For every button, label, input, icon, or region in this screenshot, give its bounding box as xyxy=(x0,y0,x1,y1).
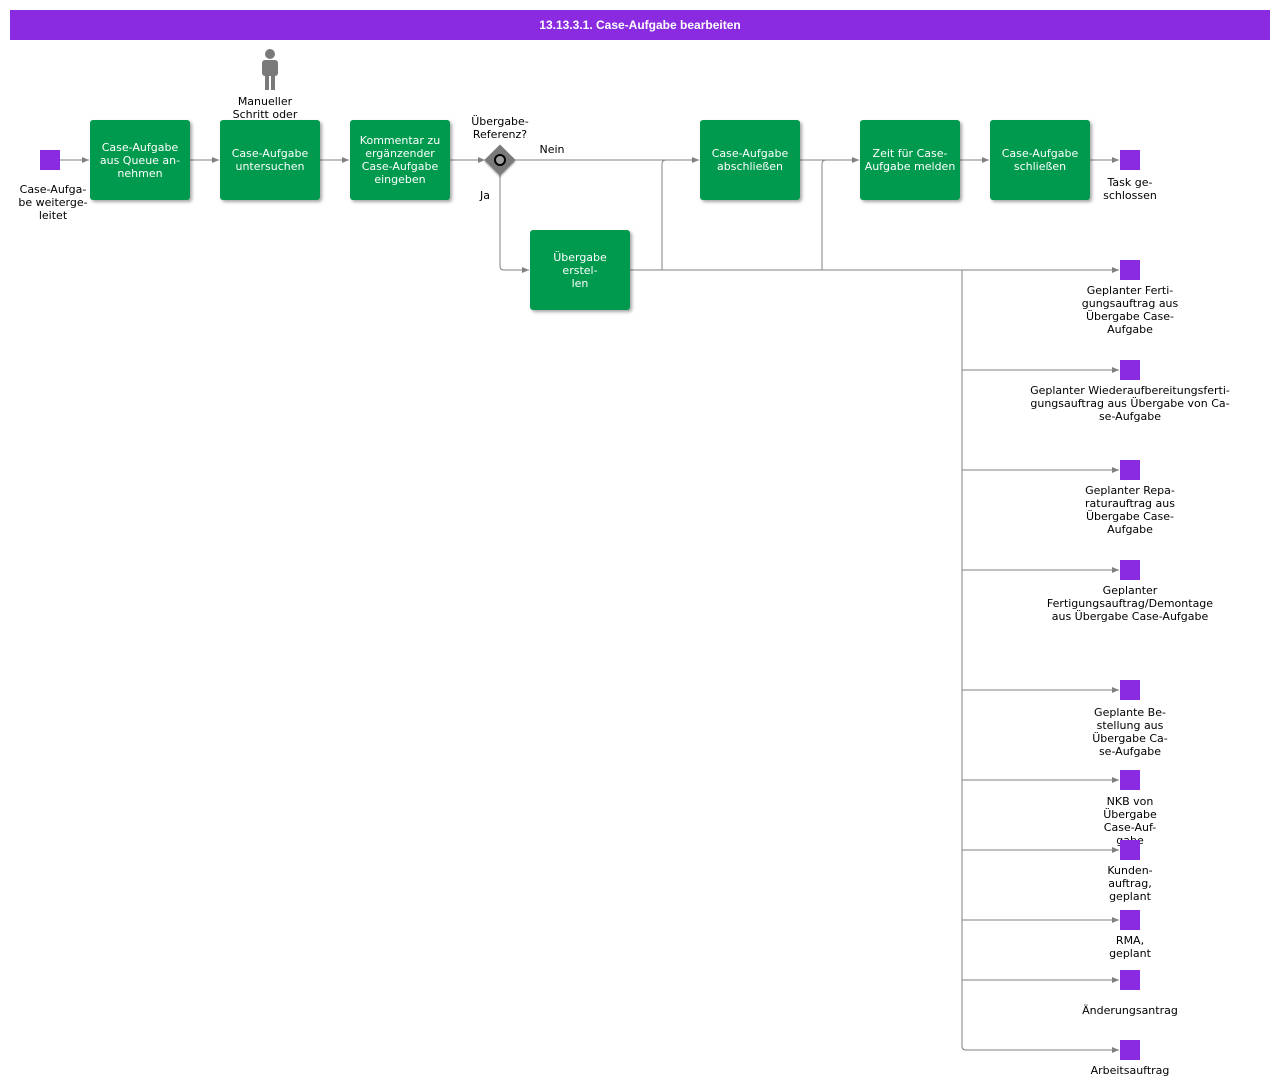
end-event-task-closed[interactable] xyxy=(1120,150,1140,170)
end-event-label: Task ge- schlossen xyxy=(1103,176,1157,202)
end-event-label: Geplanter Repa- raturauftrag aus Übergab… xyxy=(1085,484,1175,536)
task-close[interactable]: Case-Aufgabe schließen xyxy=(990,120,1090,200)
end-event-refurbishment-order[interactable] xyxy=(1120,360,1140,380)
gateway-circle-icon xyxy=(494,154,506,166)
diagram-title: 13.13.3.1. Case-Aufgabe bearbeiten xyxy=(10,10,1270,40)
person-icon xyxy=(262,49,278,90)
end-event-label: Geplanter Ferti- gungsauftrag aus Überga… xyxy=(1081,284,1179,336)
task-investigate[interactable]: Case-Aufgabe untersuchen xyxy=(220,120,320,200)
start-event[interactable] xyxy=(40,150,60,170)
gateway-yes-label: Ja xyxy=(480,189,490,202)
gateway-label: Übergabe- Referenz? xyxy=(471,115,529,141)
start-event-label: Case-Aufga- be weiterge- leitet xyxy=(18,183,88,222)
end-event-label: RMA, geplant xyxy=(1109,934,1151,960)
edge-gateway-t4 xyxy=(499,175,529,273)
task-accept-from-queue[interactable]: Case-Aufgabe aus Queue an- nehmen xyxy=(90,120,190,200)
task-create-handover[interactable]: Übergabe erstel- len xyxy=(530,230,630,310)
edge-branch-trunk xyxy=(961,270,967,1051)
gateway-no-label: Nein xyxy=(539,143,565,156)
end-event-work-order[interactable] xyxy=(1120,1040,1140,1060)
end-event-label: Geplanter Fertigungsauftrag/Demontage au… xyxy=(1046,584,1214,623)
end-event-label: Kunden- auftrag, geplant xyxy=(1107,864,1153,903)
end-event-label: Geplante Be- stellung aus Übergabe Ca- s… xyxy=(1092,706,1168,758)
end-event-label: Geplanter Wiederaufbereitungsferti- gung… xyxy=(1030,384,1230,423)
edge-t4-t5 xyxy=(630,159,667,271)
end-event-change-request[interactable] xyxy=(1120,970,1140,990)
end-event-production-order[interactable] xyxy=(1120,260,1140,280)
end-event-customer-order[interactable] xyxy=(1120,840,1140,860)
end-event-rma[interactable] xyxy=(1120,910,1140,930)
end-event-purchase-order[interactable] xyxy=(1120,680,1140,700)
end-event-label: Änderungsantrag xyxy=(1082,1004,1178,1017)
end-event-label: NKB von Übergabe Case-Auf- gabe xyxy=(1103,795,1157,847)
task-enter-comment[interactable]: Kommentar zu ergänzender Case-Aufgabe ei… xyxy=(350,120,450,200)
task-complete[interactable]: Case-Aufgabe abschließen xyxy=(700,120,800,200)
end-event-nkb[interactable] xyxy=(1120,770,1140,790)
end-event-repair-order[interactable] xyxy=(1120,460,1140,480)
task-report-time[interactable]: Zeit für Case- Aufgabe melden xyxy=(860,120,960,200)
edge-t4-t6 xyxy=(662,159,827,271)
end-event-disassembly-order[interactable] xyxy=(1120,560,1140,580)
end-event-label: Arbeitsauftrag xyxy=(1090,1064,1170,1077)
